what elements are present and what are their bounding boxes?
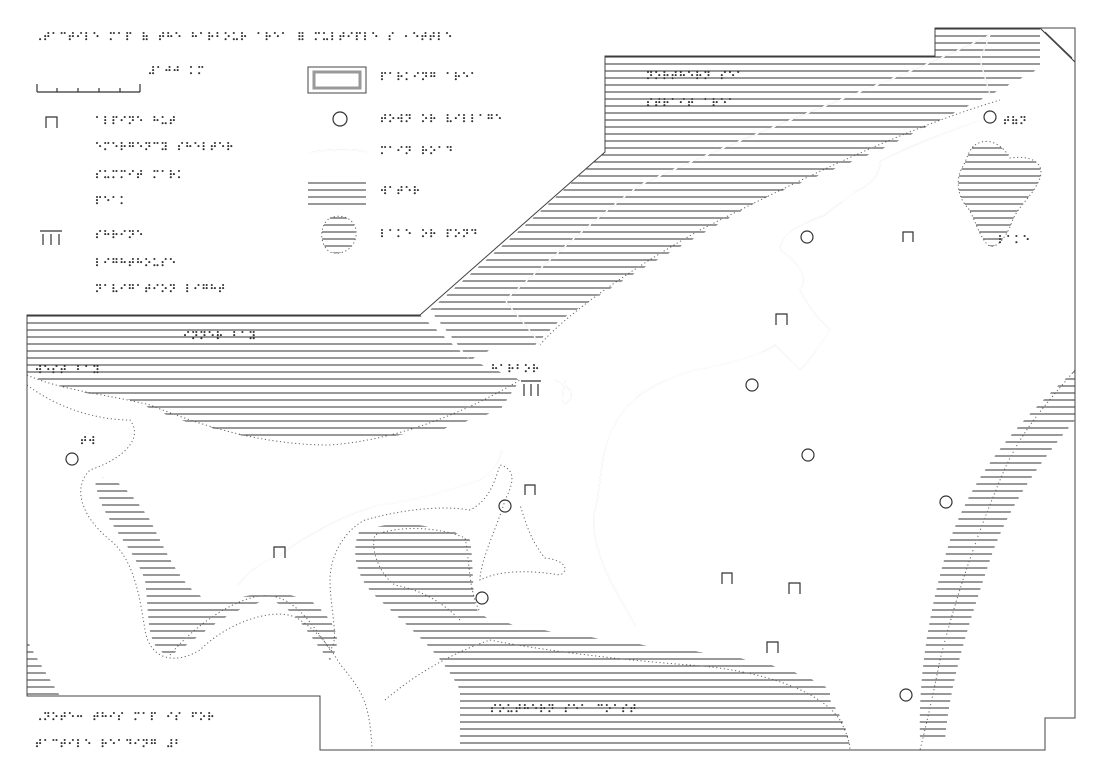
braille-legend-summit-2 [95,195,123,205]
braille-legend-road [380,145,452,155]
town-circle [899,688,913,702]
braille-legend-lake [380,228,477,238]
braille-label-lake [998,234,1029,244]
water-inner-channel [460,620,830,700]
coastlines [26,99,1076,751]
town-circle [745,378,759,392]
water-west-shore [95,477,338,660]
braille-note-2 [35,738,178,748]
braille-label-bay-west [35,364,99,374]
roads [237,34,991,626]
north-arrow-corner [1038,27,1076,64]
hut-icon [766,641,779,653]
braille-legend-summit-1 [95,169,181,179]
town-circle [498,499,512,513]
coastline-east [919,369,1076,751]
legend-hut-icon [45,116,58,128]
braille-scale-label [148,65,204,75]
legend-water-icon [308,180,366,206]
water-north-strait [430,28,1040,360]
hut-icon [775,313,788,325]
braille-text-layer [35,31,1029,748]
braille-label-town-w [80,435,95,445]
coastline-center [169,464,566,656]
legend-lake-icon [321,215,357,254]
braille-legend-town [380,113,501,123]
hut-icon [273,546,286,558]
hut-icon [902,231,914,242]
water-east-strip [919,370,1075,740]
braille-label-sea-north2 [646,97,732,107]
town-circle [65,452,79,466]
braille-note-1 [39,711,214,721]
shrine-icon [521,380,541,396]
legend-parking-box-icon [307,66,367,94]
water-south-bay [355,524,850,750]
braille-legend-water [380,185,419,195]
town-circle [939,495,953,509]
braille-label-south-sea [490,703,636,713]
braille-legend-parking [380,71,474,81]
town-circle [475,591,489,605]
legend-shrine-icon [40,230,62,245]
braille-legend-hut-2 [95,141,233,151]
braille-legend-light-2 [95,283,225,293]
town-circle [983,110,997,124]
water-sw-strip [27,640,60,696]
braille-legend-hut-1 [95,115,175,125]
coastline-south [384,639,851,751]
braille-label-bay-inner [183,330,255,340]
hut-icon [788,582,801,594]
water-areas [27,28,1075,750]
town-circle [801,448,815,462]
town-circle [800,230,814,244]
hut-icon [524,484,536,495]
hut-icon [721,572,733,584]
braille-title [39,31,452,41]
water-west-sea [27,315,520,440]
scale-bar [36,84,141,93]
legend-graphics [36,66,369,254]
braille-label-sea-north [646,70,740,80]
braille-legend-shrine [95,229,143,239]
braille-label-harbor [491,363,539,373]
coastline-west-shore [26,384,373,751]
legend-circle-icon [332,111,348,127]
map-symbols [65,110,997,702]
map-frame [26,27,1076,751]
lake-ne [958,141,1041,247]
braille-label-town-ne [1003,115,1026,125]
braille-legend-light-1 [95,257,175,267]
